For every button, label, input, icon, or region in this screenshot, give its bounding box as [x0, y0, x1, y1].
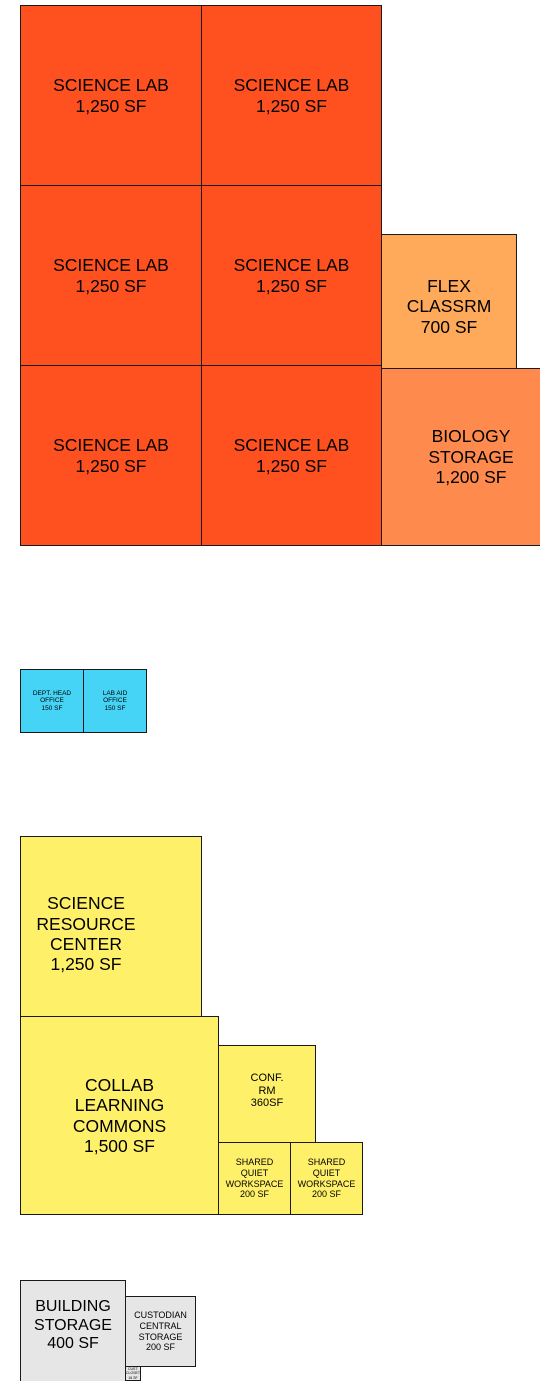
science-lab-6-label: SCIENCE LAB 1,250 SF	[233, 435, 350, 476]
science-resource-center: SCIENCE RESOURCE CENTER 1,250 SF	[20, 836, 202, 1017]
flex-classroom: FLEX CLASSRM 700 SF	[381, 234, 517, 369]
dept-head-office-label: DEPT. HEAD OFFICE 150 SF	[32, 689, 72, 712]
custodial-closet-label: CUST. CLOSET 16 SF	[126, 1367, 141, 1380]
science-lab-4: SCIENCE LAB 1,250 SF	[201, 185, 382, 366]
science-lab-3-label: SCIENCE LAB 1,250 SF	[53, 255, 169, 296]
custodian-central-storage: CUSTODIAN CENTRAL STORAGE 200 SF	[125, 1296, 196, 1367]
science-lab-6: SCIENCE LAB 1,250 SF	[201, 365, 382, 546]
biology-storage-label: BIOLOGY STORAGE 1,200 SF	[428, 426, 514, 488]
custodian-central-storage-label: CUSTODIAN CENTRAL STORAGE 200 SF	[134, 1310, 187, 1353]
collab-learning-commons-label: COLLAB LEARNING COMMONS 1,500 SF	[72, 1074, 167, 1156]
collab-learning-commons: COLLAB LEARNING COMMONS 1,500 SF	[20, 1016, 219, 1215]
flex-classroom-label: FLEX CLASSRM 700 SF	[406, 275, 492, 337]
science-lab-2: SCIENCE LAB 1,250 SF	[201, 5, 382, 186]
science-lab-1-label: SCIENCE LAB 1,250 SF	[53, 75, 169, 116]
science-resource-center-label: SCIENCE RESOURCE CENTER 1,250 SF	[36, 893, 136, 975]
dept-head-office: DEPT. HEAD OFFICE 150 SF	[20, 669, 84, 733]
shared-quiet-workspace-1-label: SHARED QUIET WORKSPACE 200 SF	[225, 1157, 284, 1200]
building-storage: BUILDING STORAGE 400 SF	[20, 1280, 126, 1381]
science-lab-4-label: SCIENCE LAB 1,250 SF	[233, 255, 350, 296]
science-lab-5: SCIENCE LAB 1,250 SF	[20, 365, 202, 546]
shared-quiet-workspace-1: SHARED QUIET WORKSPACE 200 SF	[218, 1142, 291, 1215]
science-lab-5-label: SCIENCE LAB 1,250 SF	[53, 435, 169, 476]
biology-storage: BIOLOGY STORAGE 1,200 SF	[381, 368, 540, 546]
conference-room-label: CONF. RM 360SF	[250, 1071, 284, 1110]
shared-quiet-workspace-2: SHARED QUIET WORKSPACE 200 SF	[290, 1142, 363, 1215]
science-lab-2-label: SCIENCE LAB 1,250 SF	[233, 75, 350, 116]
lab-aid-office-label: LAB AID OFFICE 150 SF	[102, 689, 128, 712]
lab-aid-office: LAB AID OFFICE 150 SF	[83, 669, 147, 733]
science-lab-1: SCIENCE LAB 1,250 SF	[20, 5, 202, 186]
science-lab-3: SCIENCE LAB 1,250 SF	[20, 185, 202, 366]
shared-quiet-workspace-2-label: SHARED QUIET WORKSPACE 200 SF	[297, 1157, 356, 1200]
conference-room: CONF. RM 360SF	[218, 1045, 316, 1143]
building-storage-label: BUILDING STORAGE 400 SF	[34, 1297, 112, 1353]
custodial-closet: CUST. CLOSET 16 SF	[125, 1366, 141, 1381]
